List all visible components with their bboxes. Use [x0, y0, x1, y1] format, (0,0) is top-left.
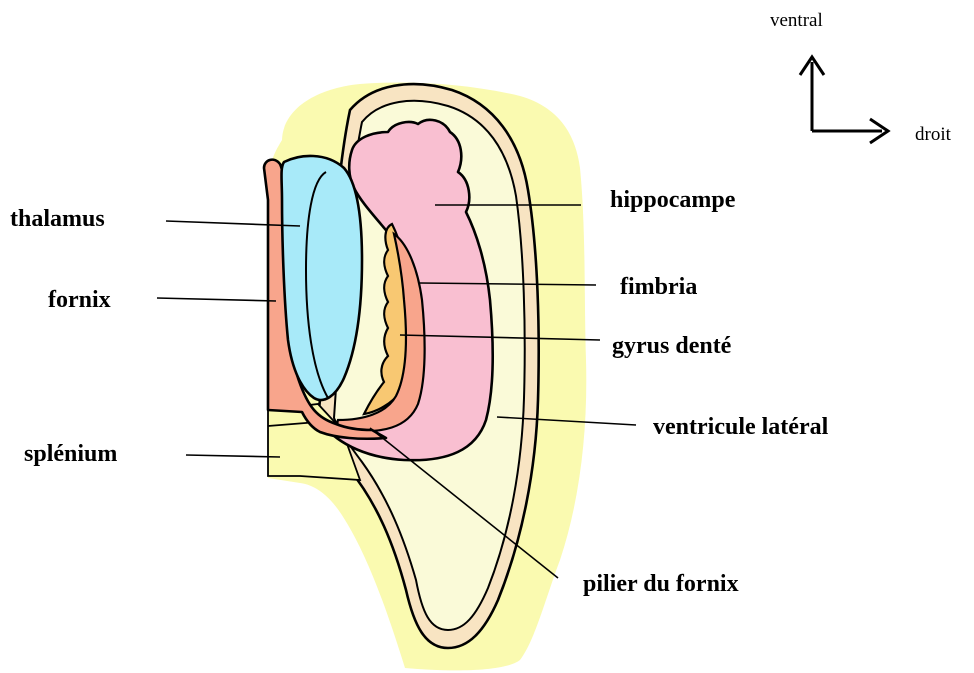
thalamus-shape [282, 156, 363, 400]
label-fornix: fornix [48, 287, 111, 313]
label-hippocampe: hippocampe [610, 187, 736, 213]
label-pilier-du-fornix: pilier du fornix [583, 571, 739, 597]
orientation-droit-label: droit [915, 124, 952, 145]
label-thalamus: thalamus [10, 206, 105, 232]
splenium-leader [186, 455, 280, 457]
orientation-ventral-label: ventral [770, 10, 823, 31]
orientation-indicator: ventral droit [770, 10, 952, 145]
label-splenium: splénium [24, 441, 117, 467]
label-gyrus-dente: gyrus denté [612, 333, 732, 359]
fornix-leader [157, 298, 276, 301]
label-fimbria: fimbria [620, 274, 697, 300]
label-ventricule-lateral: ventricule latéral [653, 414, 829, 440]
